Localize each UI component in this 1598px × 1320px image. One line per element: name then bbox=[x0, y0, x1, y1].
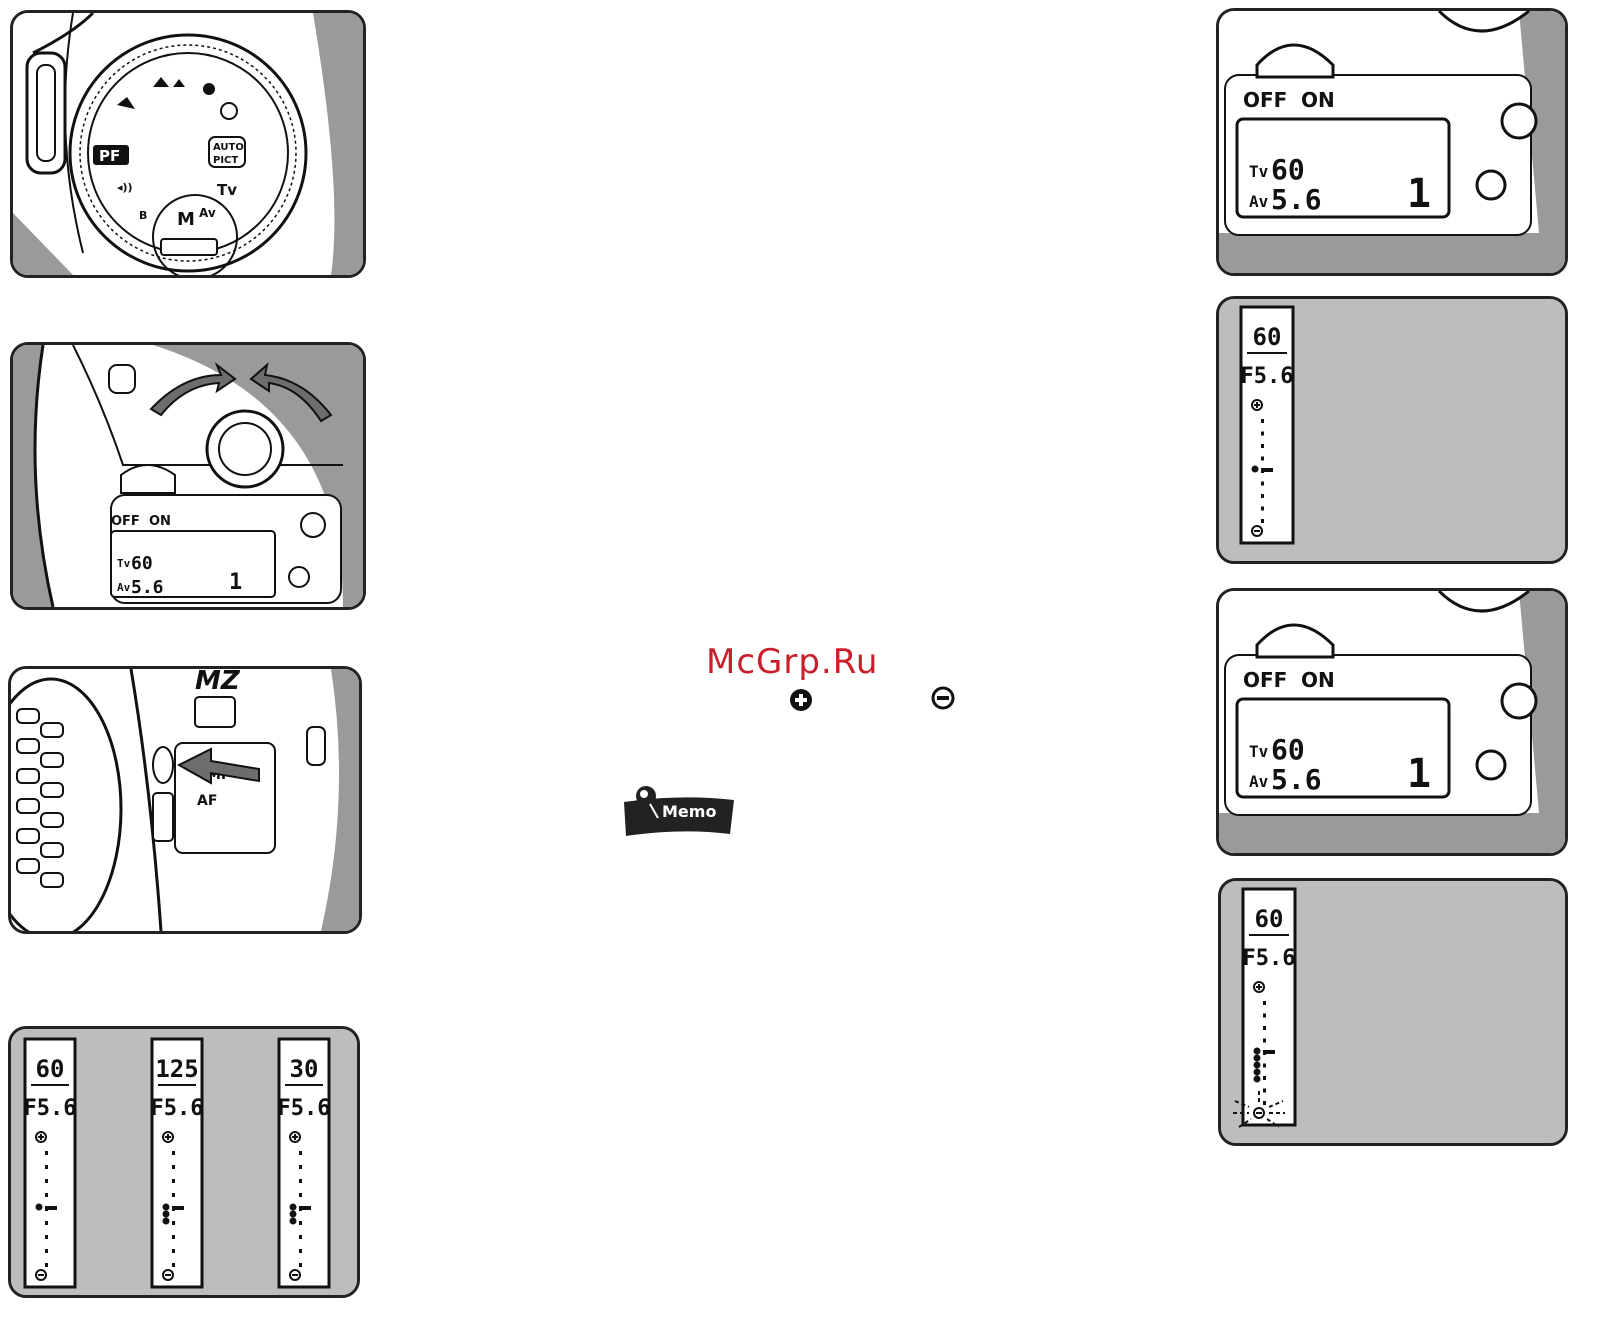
aperture-readout: F5.6 bbox=[1243, 946, 1296, 971]
minus-circle-icon bbox=[930, 685, 956, 711]
brand-logo: MZ bbox=[195, 669, 241, 696]
focus-mode-switch-illustration: MZ MF AF bbox=[8, 666, 362, 934]
shutter-readout: 30 bbox=[290, 1055, 319, 1083]
memo-label: Memo bbox=[662, 802, 716, 821]
svg-text:B: B bbox=[139, 209, 147, 222]
switch-off-label: OFF bbox=[111, 514, 140, 529]
svg-text:Av: Av bbox=[1249, 772, 1269, 791]
svg-text:Tv: Tv bbox=[217, 181, 237, 199]
svg-text:1: 1 bbox=[229, 570, 242, 595]
svg-text:1: 1 bbox=[1407, 751, 1431, 797]
svg-text:◂)): ◂)) bbox=[117, 181, 133, 194]
command-dial-illustration: OFF ON Tv 60 Av 5.6 1 bbox=[10, 342, 366, 610]
plus-circle-icon bbox=[788, 687, 814, 713]
switch-on-label: ON bbox=[149, 514, 171, 529]
shutter-readout: 60 bbox=[1253, 323, 1282, 351]
svg-text:ON: ON bbox=[1301, 88, 1335, 112]
aperture-readout: F5.6 bbox=[1241, 364, 1294, 389]
svg-text:OFF: OFF bbox=[1243, 668, 1287, 692]
aperture-readout: F5.6 bbox=[24, 1096, 77, 1121]
svg-text:60: 60 bbox=[1271, 733, 1305, 766]
svg-text:ON: ON bbox=[1301, 668, 1335, 692]
svg-text:Tv: Tv bbox=[1249, 742, 1269, 761]
top-lcd-illustration-1: OFF ON Tv 60 Av 5.6 1 bbox=[1216, 8, 1568, 276]
shutter-readout: 60 bbox=[36, 1055, 65, 1083]
mode-dial-illustration: PF AUTO PICT Tv B M Av ◂)) bbox=[10, 10, 366, 278]
svg-text:OFF: OFF bbox=[1243, 88, 1287, 112]
svg-text:60: 60 bbox=[1271, 153, 1305, 186]
svg-text:Av: Av bbox=[1249, 192, 1269, 211]
svg-text:PF: PF bbox=[99, 147, 120, 165]
svg-text:Tv: Tv bbox=[1249, 162, 1269, 181]
svg-text:Av: Av bbox=[199, 206, 216, 220]
svg-text:Av: Av bbox=[117, 581, 131, 594]
svg-text:AF: AF bbox=[197, 793, 217, 809]
memo-badge: Memo bbox=[620, 782, 738, 844]
svg-text:5.6: 5.6 bbox=[131, 577, 164, 598]
svg-text:Tv: Tv bbox=[117, 557, 131, 570]
svg-text:5.6: 5.6 bbox=[1271, 183, 1322, 216]
shutter-readout: 60 bbox=[1255, 905, 1284, 933]
aperture-readout: F5.6 bbox=[278, 1096, 331, 1121]
shutter-readout: 125 bbox=[155, 1055, 198, 1083]
svg-text:60: 60 bbox=[131, 553, 153, 574]
top-lcd-illustration-2: OFF ON Tv 60 Av 5.6 1 bbox=[1216, 588, 1568, 856]
aperture-readout: F5.6 bbox=[151, 1096, 204, 1121]
svg-text:5.6: 5.6 bbox=[1271, 763, 1322, 796]
svg-text:M: M bbox=[177, 209, 195, 230]
svg-text:1: 1 bbox=[1407, 171, 1431, 217]
watermark-text: McGrp.Ru bbox=[706, 642, 878, 682]
svg-text:AUTO: AUTO bbox=[213, 142, 244, 153]
svg-text:PICT: PICT bbox=[213, 155, 238, 166]
